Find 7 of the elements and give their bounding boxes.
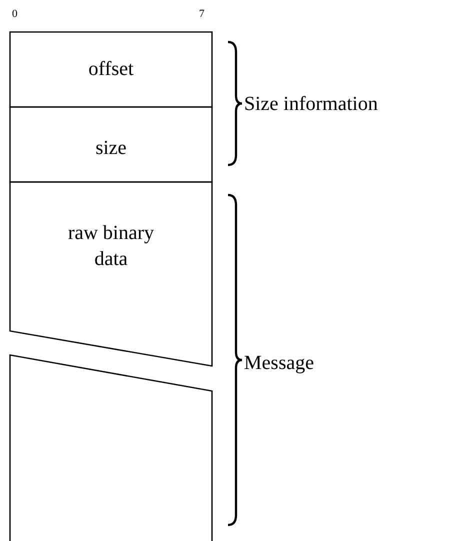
field-label: raw binary data	[66, 221, 156, 272]
bit-index: 0	[12, 8, 18, 20]
brace-label: Message	[244, 352, 314, 375]
field-label: size	[94, 136, 128, 161]
field-label: offset	[87, 57, 135, 82]
bit-index: 7	[199, 8, 204, 20]
brace-label: Size information	[244, 93, 378, 116]
